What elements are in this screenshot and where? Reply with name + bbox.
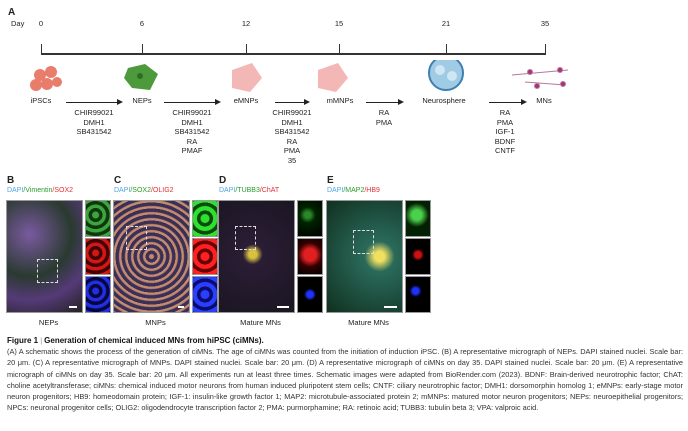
panel-d-green-channel-inset xyxy=(297,200,323,237)
panel-b-red-channel-inset xyxy=(85,238,111,275)
stage-illustrations xyxy=(30,60,569,92)
channel-label: /TUBB3 xyxy=(235,187,260,194)
motor-neurons-icon xyxy=(511,67,569,89)
arrow-icon xyxy=(275,99,310,105)
day-tick: 0 xyxy=(38,19,44,28)
arrow-icon xyxy=(66,99,123,105)
channel-label: /ChAT xyxy=(259,187,280,194)
panel-d-red-channel-inset xyxy=(297,238,323,275)
day-tick: 6 xyxy=(139,19,145,28)
channel-label: DAPI xyxy=(114,187,131,194)
scale-bar xyxy=(69,306,77,308)
panel-e-blue-channel-inset xyxy=(405,276,431,313)
day-tick: 21 xyxy=(441,19,451,28)
panel-c-channels: DAPI/SOX2/OLIG2 xyxy=(114,187,174,194)
day-tick: 15 xyxy=(334,19,344,28)
arrow-icon xyxy=(164,99,221,105)
timeline-axis xyxy=(41,53,546,55)
panel-e-merged-micrograph xyxy=(326,200,403,313)
channel-label: /MAP2 xyxy=(343,187,365,194)
panel-d-channels: DAPI/TUBB3/ChAT xyxy=(219,187,279,194)
panel-b-merged-micrograph xyxy=(6,200,83,313)
scale-bar xyxy=(178,306,184,308)
zoom-region-box xyxy=(37,259,58,283)
channel-label: DAPI xyxy=(327,187,344,194)
day-tick: 35 xyxy=(540,19,550,28)
stage-label: mMNPs xyxy=(326,96,354,105)
panel-e-red-channel-inset xyxy=(405,238,431,275)
panel-b-green-channel-inset xyxy=(85,200,111,237)
panel-c-label: C xyxy=(114,175,122,186)
figure-separator: | xyxy=(40,336,43,345)
day-label: Day xyxy=(11,19,25,28)
nep-cells-icon xyxy=(124,64,158,90)
stage-label: eMNPs xyxy=(233,96,259,105)
figure-body: (A) A schematic shows the process of the… xyxy=(7,347,683,413)
channel-label: /OLIG2 xyxy=(150,187,174,194)
panel-b-label: B xyxy=(7,175,15,186)
panel-c-green-channel-inset xyxy=(192,200,218,237)
panel-e-channels: DAPI/MAP2/HB9 xyxy=(327,187,380,194)
panel-e-green-channel-inset xyxy=(405,200,431,237)
panel-b-channels: DAPI/Vimentin/SOX2 xyxy=(7,187,73,194)
channel-label: DAPI xyxy=(7,187,24,194)
zoom-region-box xyxy=(235,226,256,250)
channel-label: /Vimentin xyxy=(23,187,53,194)
panel-d-blue-channel-inset xyxy=(297,276,323,313)
channel-label: /SOX2 xyxy=(52,187,74,194)
panel-d-merged-micrograph xyxy=(218,200,295,313)
panel-c-red-channel-inset xyxy=(192,238,218,275)
zoom-region-box xyxy=(126,226,147,250)
panel-d-caption: Mature MNs xyxy=(240,318,281,327)
panel-c-blue-channel-inset xyxy=(192,276,218,313)
panel-c-caption: MNPs xyxy=(145,318,166,327)
ipsc-cells-icon xyxy=(30,66,62,91)
figure-caption: Figure 1 | Generation of chemical induce… xyxy=(7,335,683,413)
panel-d-label: D xyxy=(219,175,227,186)
panel-c-merged-micrograph xyxy=(113,200,190,313)
channel-label: /SOX2 xyxy=(130,187,151,194)
panel-b-blue-channel-inset xyxy=(85,276,111,313)
channel-label: DAPI xyxy=(219,187,236,194)
panel-a-label: A xyxy=(8,7,16,18)
stage-label: Neurosphere xyxy=(422,96,466,105)
panel-e-caption: Mature MNs xyxy=(348,318,389,327)
stage-label: MNs xyxy=(536,96,552,105)
mmnp-cells-icon xyxy=(318,63,348,92)
day-tick: 12 xyxy=(241,19,251,28)
figure-number: Figure 1 xyxy=(7,336,39,345)
arrow-icon xyxy=(366,99,404,105)
emnp-cells-icon xyxy=(232,63,262,92)
stage-label: NEPs xyxy=(132,96,152,105)
panel-b-caption: NEPs xyxy=(38,318,59,327)
channel-label: /HB9 xyxy=(364,187,380,194)
figure-title: Generation of chemical induced MNs from … xyxy=(44,336,264,345)
scale-bar xyxy=(384,306,397,308)
neurosphere-icon xyxy=(428,60,464,91)
scale-bar xyxy=(277,306,289,308)
zoom-region-box xyxy=(353,230,374,254)
arrow-icon xyxy=(489,99,527,105)
stage-label: iPSCs xyxy=(30,96,52,105)
panel-e-label: E xyxy=(327,175,334,186)
